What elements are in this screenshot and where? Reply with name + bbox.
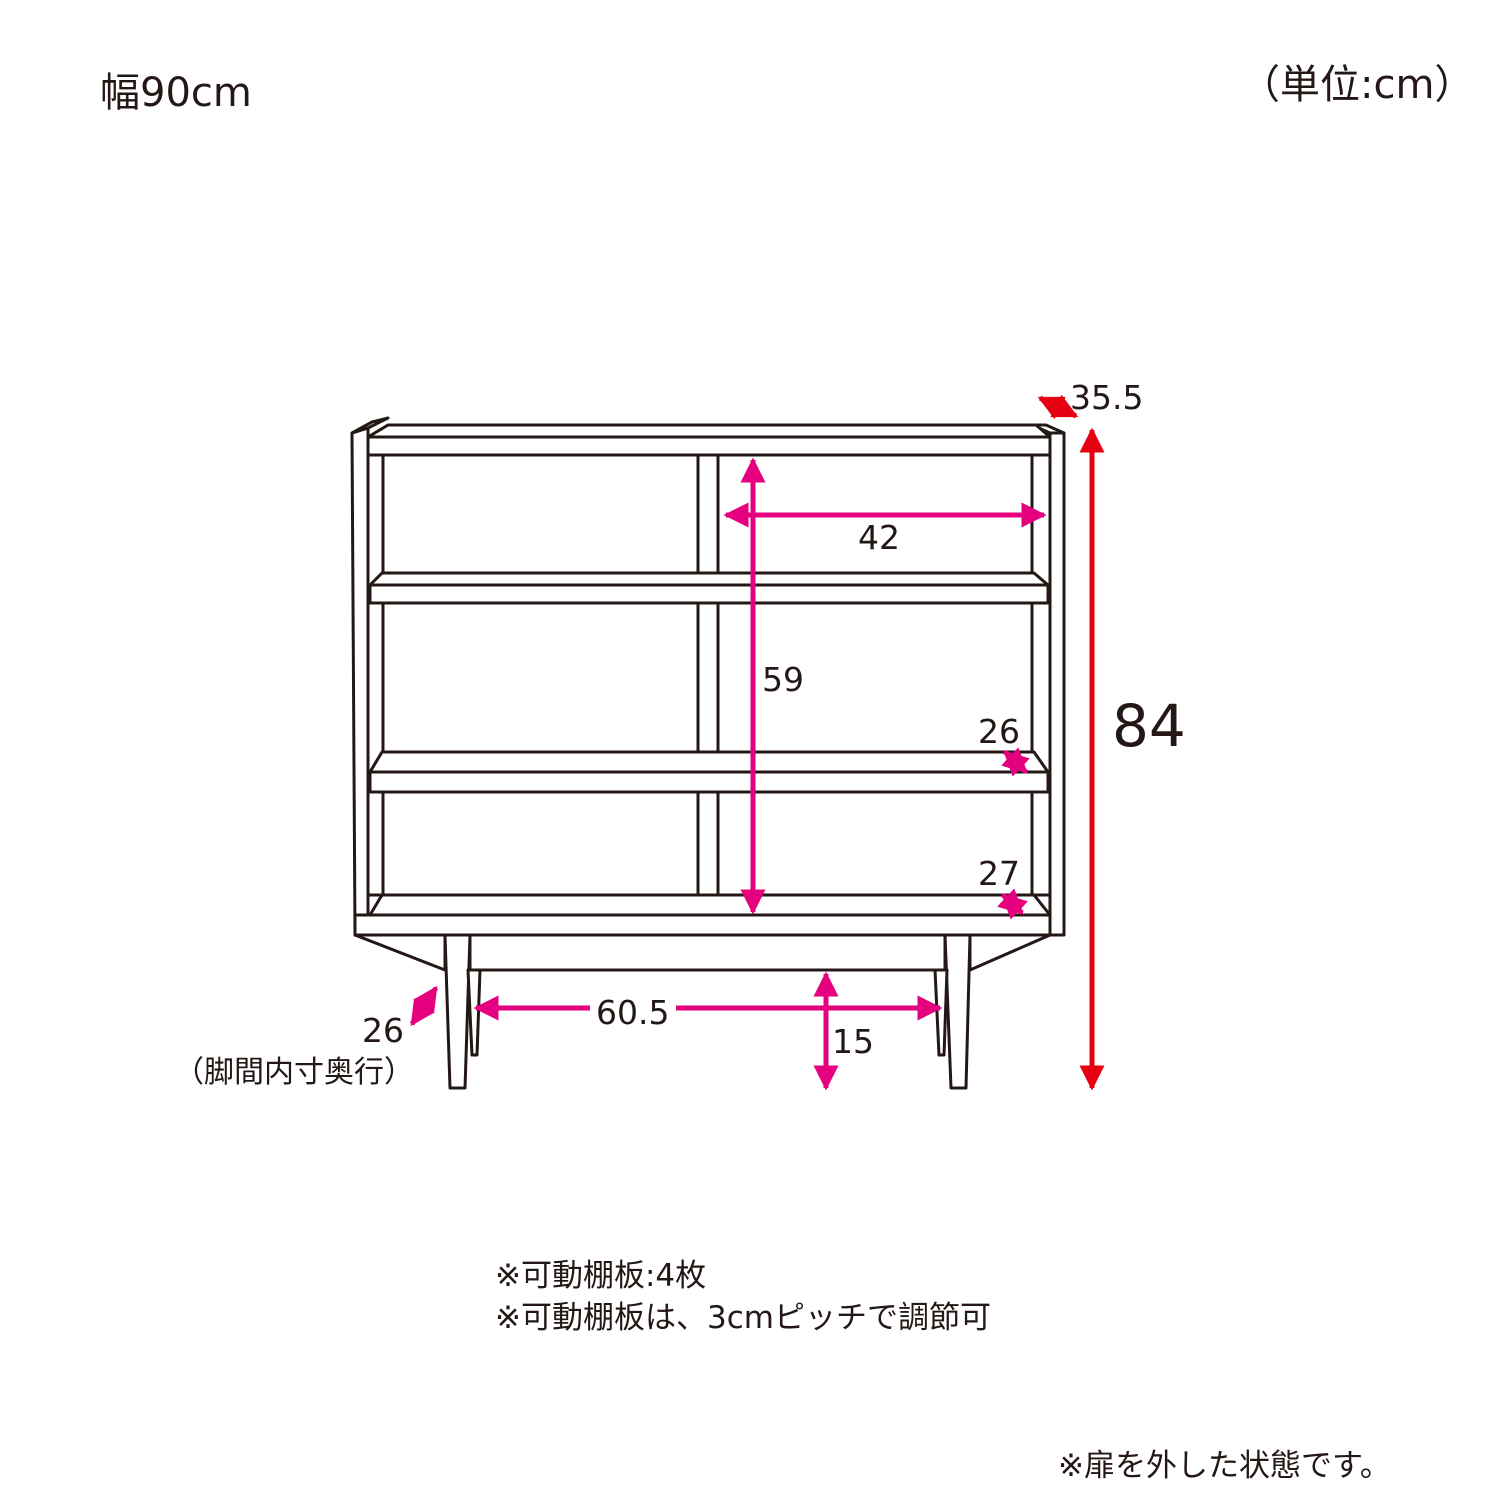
side-panel-right — [1048, 431, 1066, 937]
dim-line-leg-depth — [409, 985, 439, 1027]
bottom-board-front — [353, 913, 1052, 937]
dim-line-depth — [1037, 394, 1079, 420]
width-label: 幅90cm — [100, 70, 252, 116]
leg-front-left — [443, 933, 472, 1090]
label-shelf-depth-middle: 26 — [978, 712, 1020, 751]
label-shelf-width: 42 — [858, 518, 900, 557]
shelf-middle-front — [368, 770, 1050, 794]
leg-back-left — [466, 968, 482, 1057]
side-panel-left-top — [350, 416, 390, 435]
label-leg-inner-width: 60.5 — [596, 993, 669, 1032]
inner-left-edge — [366, 453, 385, 897]
center-divider-low — [696, 790, 720, 897]
leg-front-right — [943, 933, 972, 1090]
note-shelf-pitch: ※可動棚板は、3cmピッチで調節可 — [495, 1300, 991, 1336]
label-depth: 35.5 — [1070, 378, 1143, 417]
label-inner-height: 59 — [762, 660, 804, 699]
note-doors-removed: ※扉を外した状態です。 — [1058, 1448, 1391, 1484]
shelf-upper-front — [368, 583, 1050, 605]
note-shelf-count: ※可動棚板:4枚 — [495, 1258, 707, 1294]
label-leg-inner-depth-note: （脚間内寸奥行） — [174, 1055, 414, 1090]
bottom-board-top — [368, 893, 1052, 917]
leg-back-right — [933, 968, 949, 1057]
shelf-middle-top — [368, 750, 1050, 774]
base-side-right — [968, 933, 1052, 972]
center-divider-mid — [696, 601, 720, 754]
inner-right-edge — [1030, 453, 1052, 897]
base-side-left — [353, 933, 447, 972]
top-panel-front — [366, 435, 1052, 457]
top-panel — [366, 423, 1052, 439]
label-leg-clearance: 15 — [832, 1022, 874, 1061]
side-panel-left — [350, 426, 370, 937]
center-divider-front — [696, 453, 720, 575]
dim-line-shelf-depth-bottom — [997, 888, 1028, 920]
leg-apron — [468, 933, 947, 972]
unit-label: （単位:cm） — [1240, 62, 1475, 108]
label-total-height: 84 — [1112, 692, 1186, 760]
label-shelf-depth-bottom: 27 — [978, 854, 1020, 893]
dim-line-shelf-depth-middle — [1001, 747, 1030, 777]
label-leg-inner-depth: 26 — [362, 1011, 404, 1050]
shelf-upper-top — [368, 571, 1050, 587]
